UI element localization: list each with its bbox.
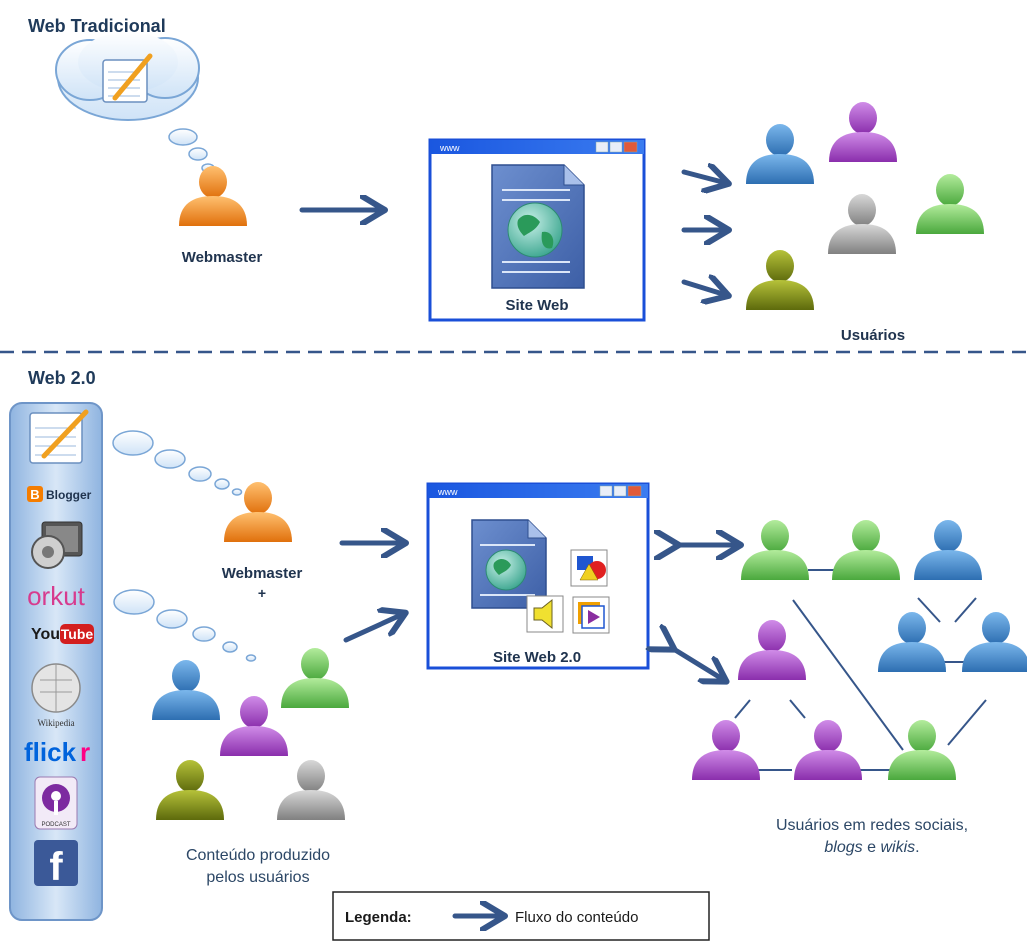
content-user-green bbox=[281, 648, 349, 708]
content-user-gray bbox=[277, 760, 345, 820]
network-user-purple-1 bbox=[738, 620, 806, 680]
network-user-blue-3 bbox=[962, 612, 1027, 672]
svg-text:www: www bbox=[439, 143, 460, 153]
svg-text:Wikipedia: Wikipedia bbox=[37, 718, 74, 728]
legend-item-label: Fluxo do conteúdo bbox=[515, 909, 638, 926]
flow-arrow-bottom-lower bbox=[343, 614, 403, 643]
user-top-blue bbox=[746, 124, 814, 184]
svg-text:You: You bbox=[31, 626, 60, 643]
network-links bbox=[734, 569, 987, 771]
network-user-green-1 bbox=[741, 520, 809, 580]
svg-text:flick: flick bbox=[24, 737, 77, 767]
networks-caption-line1: Usuários em redes sociais, bbox=[776, 817, 968, 834]
webmaster-person-top bbox=[179, 166, 247, 226]
bidirectional-arrow-lower bbox=[672, 648, 724, 680]
youtube-logo: You Tube bbox=[31, 624, 94, 644]
user-top-gray bbox=[828, 194, 896, 254]
site-label-top: Site Web bbox=[505, 297, 568, 314]
thought-bubbles-upper bbox=[112, 430, 243, 496]
facebook-logo: f bbox=[34, 840, 78, 889]
flickr-logo: flick r bbox=[24, 737, 90, 767]
svg-text:f: f bbox=[49, 845, 63, 889]
section-title-bottom: Web 2.0 bbox=[28, 368, 96, 388]
user-top-olive bbox=[746, 250, 814, 310]
content-caption-line2: pelos usuários bbox=[206, 869, 309, 886]
legend: Legenda: Fluxo do conteúdo bbox=[332, 891, 710, 941]
svg-text:Blogger: Blogger bbox=[46, 488, 92, 502]
svg-text:www: www bbox=[437, 487, 458, 497]
flow-arrow-top-1 bbox=[681, 172, 726, 183]
webmaster-label-top: Webmaster bbox=[182, 249, 263, 266]
legend-title: Legenda: bbox=[345, 909, 412, 926]
user-top-purple bbox=[829, 102, 897, 162]
networks-caption-line2: blogs e wikis. bbox=[824, 839, 919, 856]
network-user-blue-1 bbox=[914, 520, 982, 580]
content-user-purple bbox=[220, 696, 288, 756]
content-caption-line1: Conteúdo produzido bbox=[186, 847, 330, 864]
wikipedia-logo: Wikipedia bbox=[31, 663, 81, 728]
flow-arrow-top-3 bbox=[681, 282, 726, 295]
network-user-purple-2 bbox=[692, 720, 760, 780]
users-label-top: Usuários bbox=[841, 327, 905, 344]
content-user-olive bbox=[156, 760, 224, 820]
podcast-icon: PODCAST bbox=[34, 776, 78, 830]
network-user-green-2 bbox=[832, 520, 900, 580]
site-label-bottom: Site Web 2.0 bbox=[493, 649, 581, 666]
network-user-purple-3 bbox=[794, 720, 862, 780]
site-window-top: www bbox=[428, 138, 646, 322]
svg-text:Tube: Tube bbox=[61, 626, 94, 642]
webmaster-label-bottom: Webmaster bbox=[222, 565, 303, 582]
plus-label: + bbox=[258, 585, 266, 601]
thought-bubbles-lower bbox=[113, 589, 257, 662]
blogger-logo: B Blogger bbox=[27, 486, 92, 502]
network-user-blue-2 bbox=[878, 612, 946, 672]
user-top-green bbox=[916, 174, 984, 234]
section-title-top: Web Tradicional bbox=[28, 16, 166, 36]
svg-text:B: B bbox=[30, 487, 39, 502]
site-window-bottom: www bbox=[426, 482, 650, 670]
media-icon bbox=[31, 521, 83, 569]
network-user-green-3 bbox=[888, 720, 956, 780]
svg-text:r: r bbox=[80, 737, 90, 767]
svg-text:PODCAST: PODCAST bbox=[41, 822, 70, 828]
orkut-logo: orkut bbox=[27, 581, 86, 611]
notepad-icon bbox=[102, 53, 153, 103]
sidebar-notepad-icon bbox=[29, 409, 89, 464]
content-user-blue bbox=[152, 660, 220, 720]
